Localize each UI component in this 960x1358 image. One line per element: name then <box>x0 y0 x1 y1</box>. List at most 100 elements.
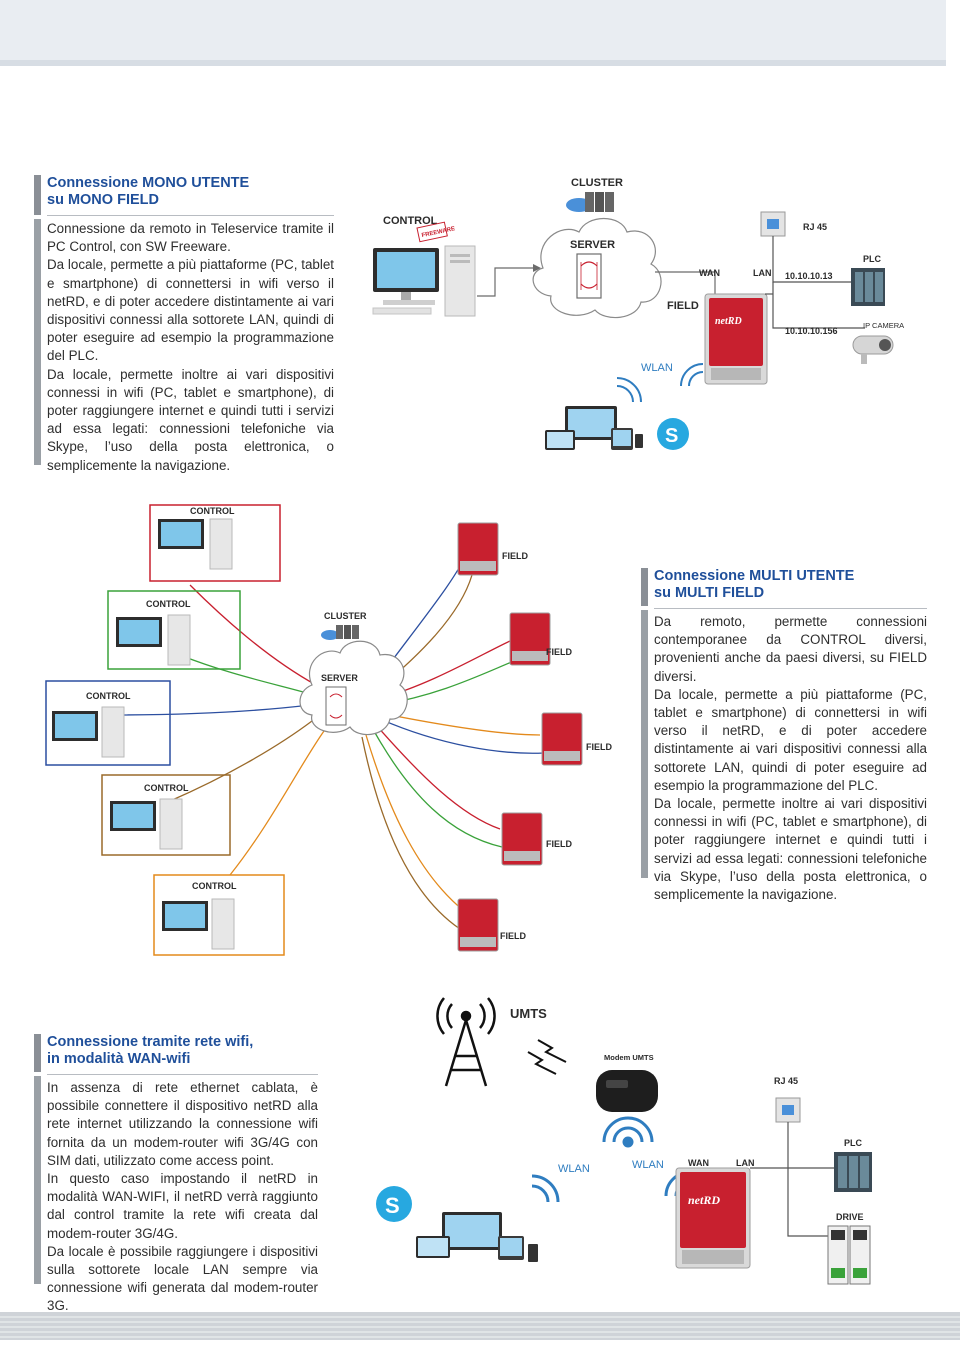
signal-bolt-icon <box>527 1039 567 1075</box>
control-station-green: CONTROL <box>107 590 241 670</box>
drive: DRIVE <box>827 1212 871 1285</box>
control-label: CONTROL <box>144 783 189 793</box>
divider <box>47 215 334 216</box>
plc: PLC <box>851 254 885 306</box>
svg-text:S: S <box>385 1193 400 1218</box>
ip-camera: IP CAMERA <box>852 321 904 364</box>
section-title-line: Connessione MONO UTENTE <box>47 175 250 191</box>
server-label: SERVER <box>321 673 358 683</box>
wlan-label: WLAN <box>558 1163 590 1175</box>
plc: PLC <box>834 1138 872 1192</box>
paragraph: Da locale, permette inoltre ai vari disp… <box>654 796 927 903</box>
header-band <box>0 0 960 66</box>
control-label: CONTROL <box>86 691 131 701</box>
cluster: CLUSTER <box>321 611 367 640</box>
diagram-mono-field: CONTROL FREEWARE CLUSTER SERVER FIELD <box>372 177 904 450</box>
field-netrd: FIELD netRD <box>667 293 768 385</box>
modem-umts: Modem UMTS <box>596 1053 658 1112</box>
wifi-icon <box>531 1174 560 1203</box>
wifi-icon <box>602 1116 654 1148</box>
section-title: Connessione tramite rete wifi, in modali… <box>47 1034 318 1068</box>
field-netrd: FIELD <box>457 898 526 952</box>
section-multi-utente: Connessione MULTI UTENTE su MULTI FIELD … <box>641 568 927 904</box>
paragraph: Da locale, permette a più piattaforme (P… <box>47 257 334 364</box>
divider <box>654 608 927 609</box>
cluster-label: CLUSTER <box>571 177 623 189</box>
paragraph: In questo caso impostando il netRD in mo… <box>47 1171 318 1241</box>
server-cloud: SERVER <box>299 640 408 736</box>
control-station-brown: CONTROL <box>101 774 231 856</box>
plc-label: PLC <box>844 1138 863 1148</box>
paragraph: Connessione da remoto in Teleservice tra… <box>47 221 334 255</box>
section-title-line: su MONO FIELD <box>47 192 159 208</box>
skype-icon: S <box>657 418 689 450</box>
lan-label: LAN <box>736 1158 755 1168</box>
wifi-icon <box>616 377 642 403</box>
plc-label: PLC <box>863 254 882 264</box>
field-netrd: netRD <box>675 1167 751 1269</box>
field-netrd: FIELD <box>457 522 528 576</box>
wan-label: WAN <box>699 268 720 278</box>
section-title-line: su MULTI FIELD <box>654 585 765 601</box>
svg-text:S: S <box>665 425 678 447</box>
field-label: FIELD <box>667 300 699 312</box>
cluster: CLUSTER <box>566 177 623 212</box>
control-station-orange: CONTROL <box>153 874 285 956</box>
ipcamera-label: IP CAMERA <box>863 321 904 330</box>
diagram-multi-field: CONTROL CONTROL CONTROL CONTROL CONTROL … <box>45 504 612 956</box>
mobile-devices <box>545 406 643 450</box>
ip-address: 10.10.10.156 <box>785 326 838 336</box>
modem-label: Modem UMTS <box>604 1053 654 1062</box>
section-title: Connessione MULTI UTENTE su MULTI FIELD <box>654 568 927 602</box>
wan-label: WAN <box>688 1158 709 1168</box>
rj45-label: RJ 45 <box>803 222 827 232</box>
server-cloud: SERVER <box>532 218 662 319</box>
rj45-label: RJ 45 <box>774 1076 798 1086</box>
field-netrd: FIELD <box>501 812 572 866</box>
device-brand: netRD <box>715 316 742 327</box>
control-label: CONTROL <box>192 881 237 891</box>
footer-band <box>0 1312 960 1340</box>
antenna-tower-icon <box>436 997 496 1087</box>
device-brand: netRD <box>688 1193 720 1207</box>
skype-icon: S <box>376 1186 412 1222</box>
paragraph: In assenza di rete ethernet cablata, è p… <box>47 1080 318 1168</box>
wifi-icon <box>680 363 704 387</box>
cluster-label: CLUSTER <box>324 611 367 621</box>
mobile-devices <box>416 1212 538 1262</box>
section-bar <box>641 610 648 878</box>
ip-address: 10.10.10.13 <box>785 271 833 281</box>
field-label: FIELD <box>500 931 526 941</box>
paragraph: Da locale, permette a più piattaforme (P… <box>654 686 927 793</box>
field-label: FIELD <box>546 839 572 849</box>
section-title-line: in modalità WAN-wifi <box>47 1051 191 1067</box>
switch-icon <box>775 1097 801 1123</box>
control-label: CONTROL <box>383 215 438 227</box>
paragraph: Da remoto, permette connessioni contempo… <box>654 614 927 684</box>
control-label: CONTROL <box>190 506 235 516</box>
switch-icon <box>760 211 786 237</box>
section-title: Connessione MONO UTENTE su MONO FIELD <box>47 175 334 209</box>
drive-label: DRIVE <box>836 1212 864 1222</box>
server-label: SERVER <box>570 239 615 251</box>
section-bar <box>34 1076 41 1284</box>
field-label: FIELD <box>546 647 572 657</box>
section-wan-wifi: Connessione tramite rete wifi, in modali… <box>34 1034 318 1316</box>
section-bar <box>34 175 41 215</box>
section-title-line: Connessione MULTI UTENTE <box>654 568 855 584</box>
field-netrd: FIELD <box>541 712 612 766</box>
control-station-red: CONTROL <box>149 504 281 582</box>
field-label: FIELD <box>502 551 528 561</box>
divider <box>47 1074 318 1075</box>
control-label: CONTROL <box>146 599 191 609</box>
field-label: FIELD <box>586 742 612 752</box>
control-station-blue: CONTROL <box>45 680 171 766</box>
section-bar <box>641 568 648 606</box>
section-title-line: Connessione tramite rete wifi, <box>47 1034 254 1050</box>
paragraph: Da locale è possibile raggiungere i disp… <box>47 1243 318 1314</box>
umts-label: UMTS <box>510 1006 547 1021</box>
diagram-wan-wifi: UMTS Modem UMTS WLAN WLAN S <box>376 997 872 1285</box>
paragraph: Da locale, permette inoltre ai vari disp… <box>47 366 334 473</box>
section-bar <box>34 1034 41 1072</box>
control-pc: CONTROL FREEWARE <box>372 215 476 317</box>
